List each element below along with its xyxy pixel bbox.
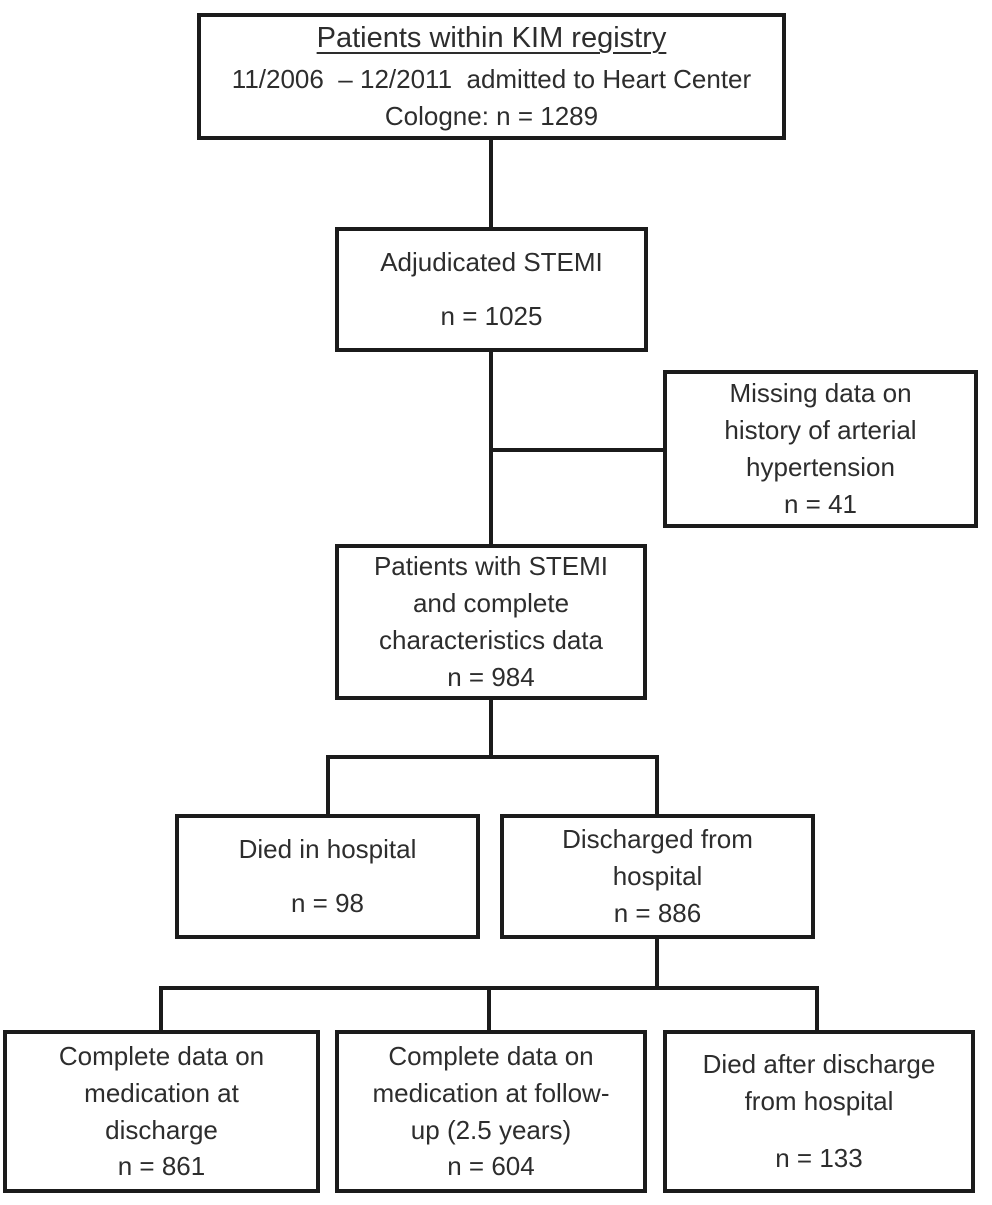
connector-branch-to-missing bbox=[491, 448, 663, 452]
died-hospital-label: Died in hospital bbox=[238, 834, 417, 864]
chars-line: and complete bbox=[412, 588, 570, 619]
missing-line: Missing data on bbox=[729, 378, 912, 409]
registry-period-line: 11/2006 – 12/2011 admitted to Heart Cent… bbox=[231, 64, 752, 95]
chars-line: Patients with STEMI bbox=[373, 551, 609, 582]
med-discharge-line: medication at bbox=[84, 1077, 239, 1108]
died-after-line: Died after discharge bbox=[702, 1049, 936, 1079]
box-died-in-hospital: Died in hospital n = 98 bbox=[175, 814, 480, 939]
died-after-label-group: Died after discharge from hospital bbox=[703, 1046, 936, 1120]
missing-n: n = 41 bbox=[783, 488, 857, 519]
registry-title: Patients within KIM registry bbox=[316, 22, 667, 55]
connector-drop-died-in-hospital bbox=[326, 755, 330, 814]
connector-drop-medication-followup bbox=[487, 986, 491, 1030]
died-after-n: n = 133 bbox=[775, 1143, 863, 1174]
discharged-n: n = 886 bbox=[613, 897, 702, 928]
connector-characteristics-down bbox=[489, 700, 493, 757]
chars-n: n = 984 bbox=[447, 661, 535, 692]
box-missing-data: Missing data on history of arterial hype… bbox=[663, 370, 978, 528]
connector-split-died-discharged bbox=[326, 755, 659, 759]
connector-drop-died-after-discharge bbox=[815, 986, 819, 1030]
box-complete-characteristics: Patients with STEMI and complete charact… bbox=[335, 544, 647, 700]
box-medication-discharge: Complete data on medication at discharge… bbox=[3, 1030, 320, 1193]
chars-line: characteristics data bbox=[379, 625, 603, 655]
connector-drop-discharged bbox=[655, 755, 659, 814]
med-followup-line: up (2.5 years) bbox=[410, 1114, 572, 1145]
adjudicated-n: n = 1025 bbox=[440, 301, 543, 332]
adjudicated-label: Adjudicated STEMI bbox=[380, 247, 603, 277]
died-after-line: from hospital bbox=[744, 1085, 894, 1116]
discharged-line: Discharged from bbox=[562, 824, 753, 855]
missing-line: hypertension bbox=[746, 452, 895, 482]
connector-registry-to-adjudicated bbox=[489, 140, 493, 227]
med-followup-line: Complete data on bbox=[388, 1040, 594, 1071]
discharged-line: hospital bbox=[612, 861, 703, 892]
died-hospital-n: n = 98 bbox=[290, 888, 364, 919]
box-medication-followup: Complete data on medication at follow- u… bbox=[335, 1030, 647, 1193]
missing-line: history of arterial bbox=[724, 415, 917, 446]
box-kim-registry: Patients within KIM registry 11/2006 – 1… bbox=[197, 13, 786, 140]
box-adjudicated-stemi: Adjudicated STEMI n = 1025 bbox=[335, 227, 648, 352]
med-discharge-n: n = 861 bbox=[117, 1151, 206, 1182]
med-discharge-line: Complete data on bbox=[58, 1040, 265, 1071]
connector-discharged-down bbox=[655, 939, 659, 988]
med-discharge-line: discharge bbox=[105, 1114, 218, 1145]
registry-n-line: Cologne: n = 1289 bbox=[384, 101, 599, 132]
med-followup-line: medication at follow- bbox=[372, 1077, 610, 1108]
box-discharged: Discharged from hospital n = 886 bbox=[500, 814, 815, 939]
med-followup-n: n = 604 bbox=[447, 1151, 535, 1182]
connector-drop-medication-discharge bbox=[159, 986, 163, 1030]
box-died-after-discharge: Died after discharge from hospital n = 1… bbox=[663, 1030, 975, 1193]
